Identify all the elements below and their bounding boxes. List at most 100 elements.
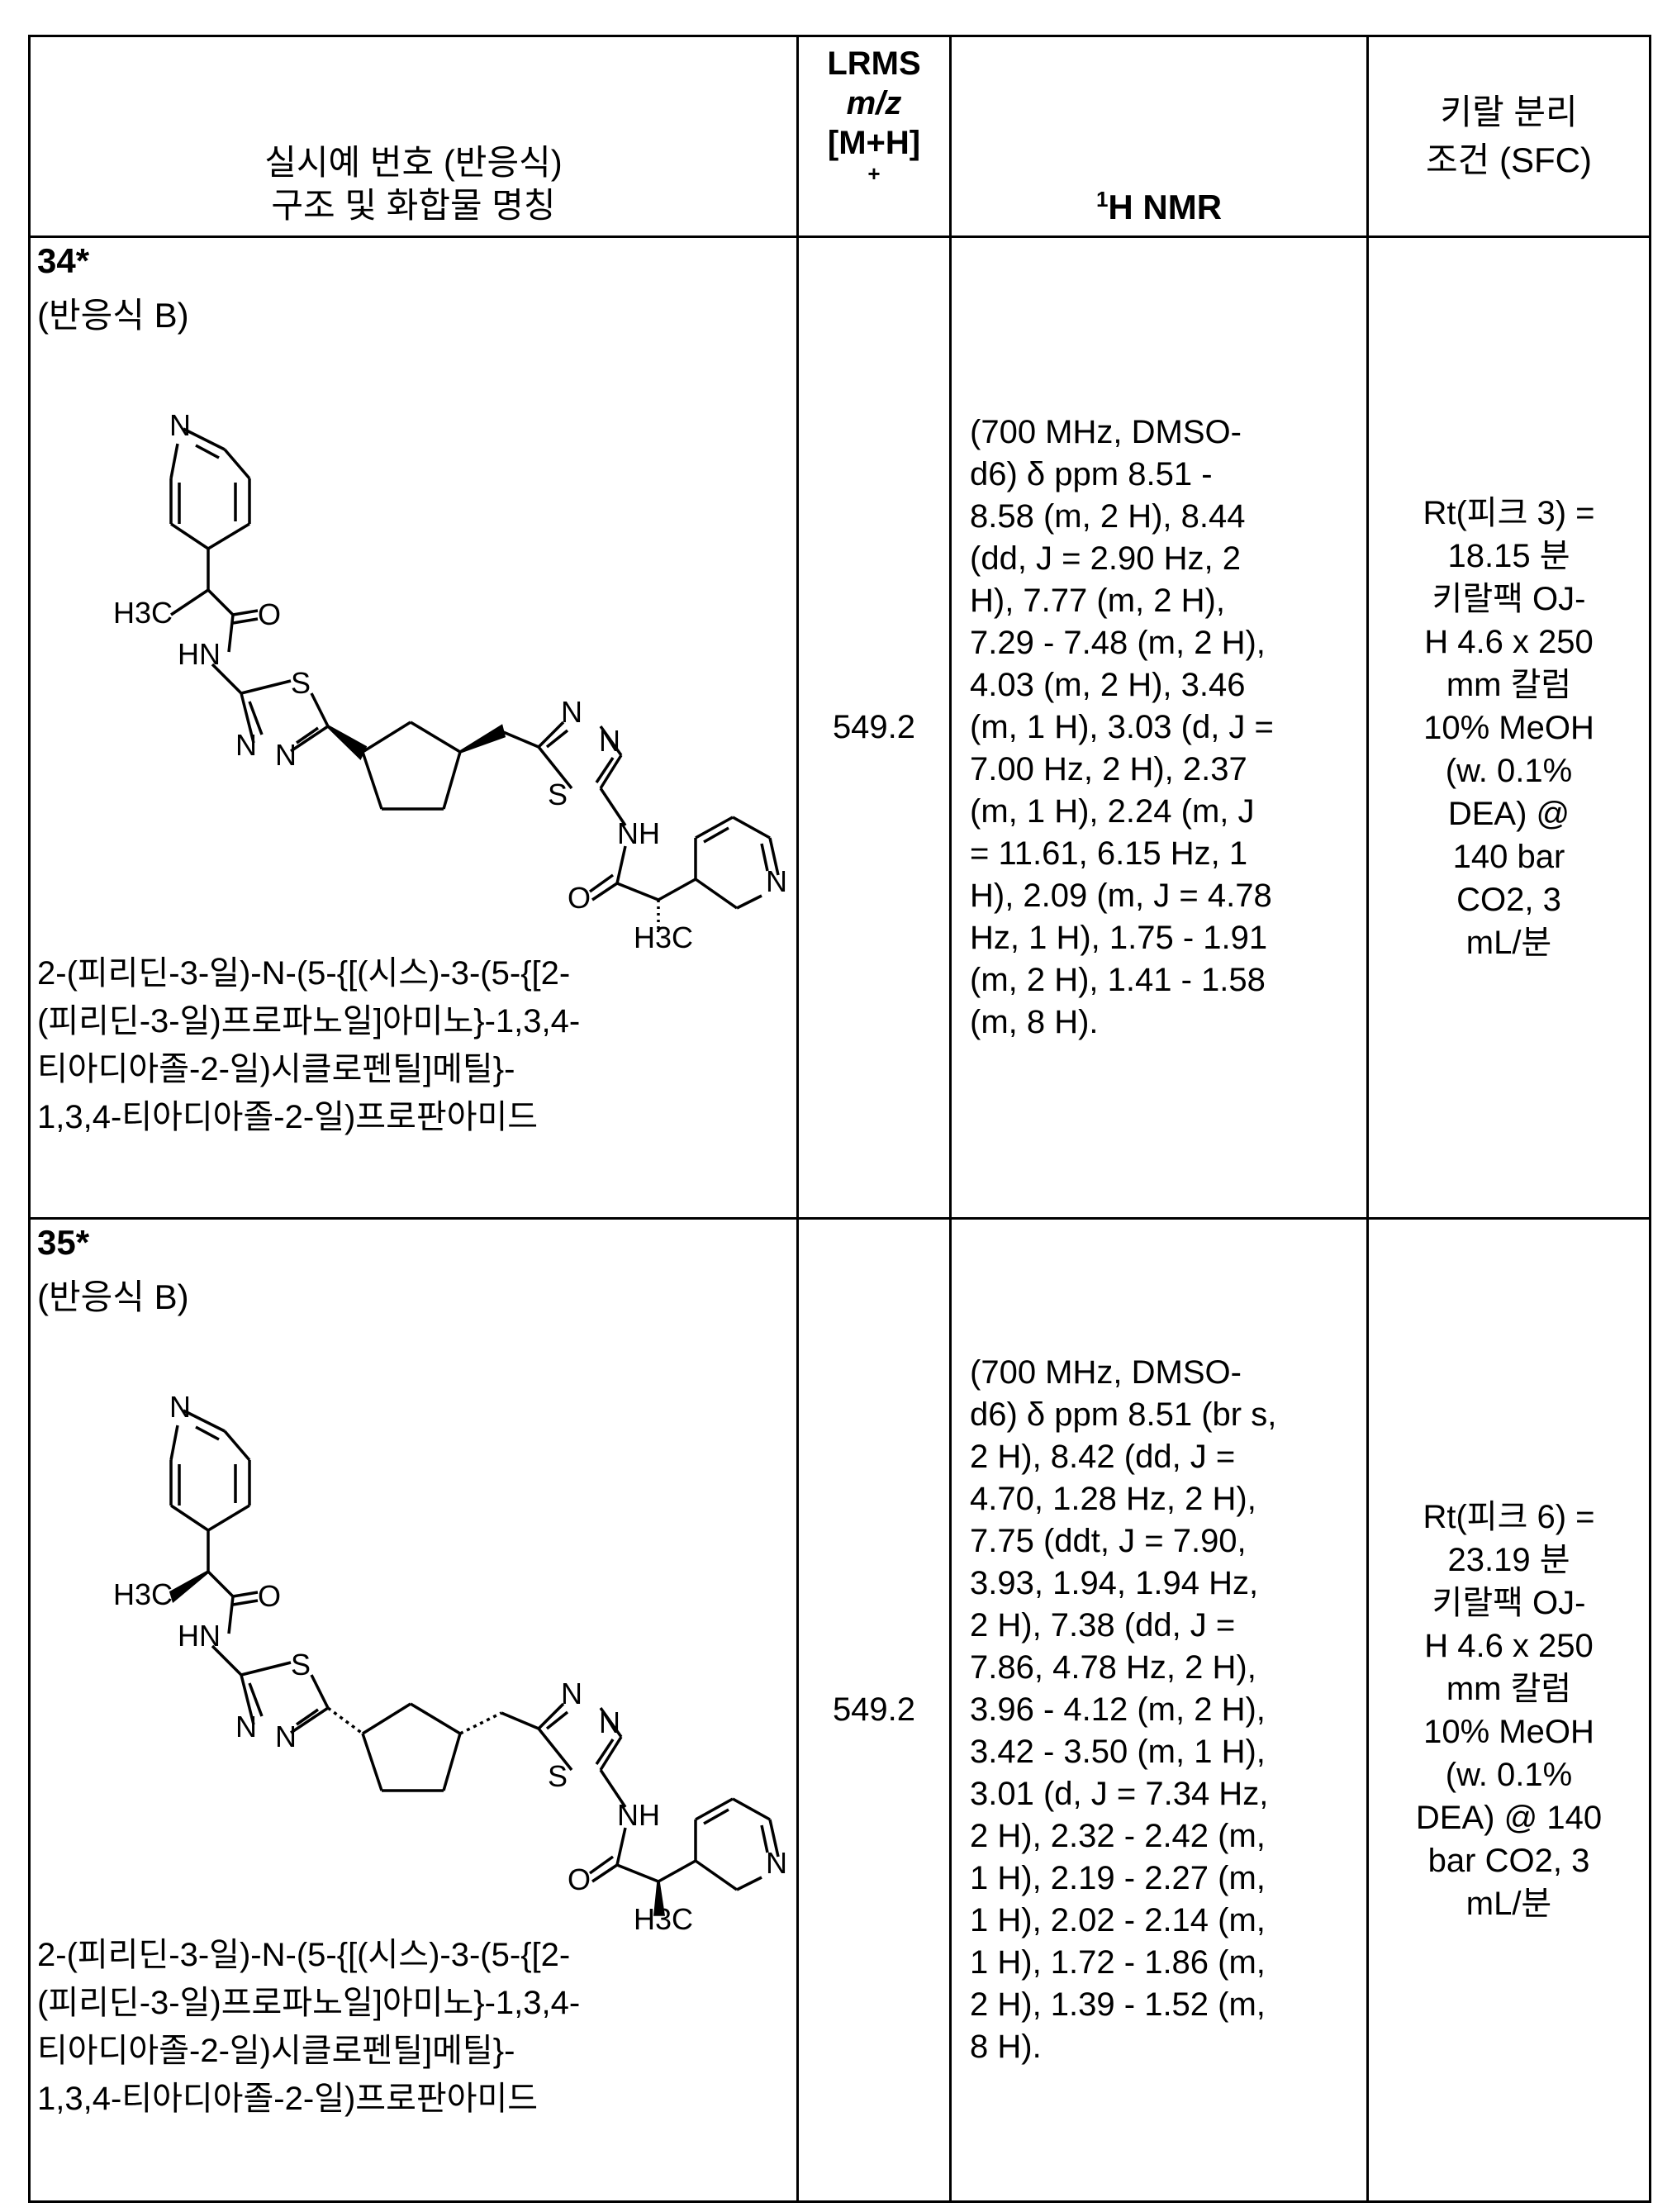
atom-label: S — [548, 778, 568, 811]
nmr-line: (m, 1 H), 3.03 (d, J = — [970, 706, 1355, 749]
compound-name-line: 2-(피리딘-3-일)-N-(5-{[(시스)-3-(5-{[2- — [37, 1931, 796, 1979]
table-row: 34* (반응식 B) — [30, 237, 1651, 1219]
nmr-line: 1 H), 1.72 - 1.86 (m, — [970, 1942, 1355, 1984]
nmr-line: 7.75 (ddt, J = 7.90, — [970, 1520, 1355, 1563]
nmr-line: 3.93, 1.94, 1.94 Hz, — [970, 1563, 1355, 1605]
header-lrms-line1: LRMS — [799, 44, 949, 83]
atom-label: S — [548, 1759, 568, 1793]
table-header-row: 실시예 번호 (반응식) 구조 및 화합물 명칭 LRMS m/z [M+H] … — [30, 36, 1651, 237]
atom-label: NH — [617, 1798, 660, 1832]
atom-label: N — [235, 1710, 257, 1743]
atom-label: H3C — [634, 920, 693, 949]
nmr-data: (700 MHz, DMSO- d6) δ ppm 8.51 (br s, 2 … — [951, 1219, 1368, 2202]
lrms-value: 549.2 — [798, 237, 951, 1219]
chiral-line: 23.19 분 — [1374, 1539, 1644, 1582]
nmr-line: 4.03 (m, 2 H), 3.46 — [970, 664, 1355, 706]
header-nmr-sup: 1 — [1096, 187, 1108, 212]
nmr-line: H), 7.77 (m, 2 H), — [970, 580, 1355, 622]
nmr-line: 8.58 (m, 2 H), 8.44 — [970, 496, 1355, 538]
chiral-line: mm 칼럼 — [1374, 1667, 1644, 1710]
nmr-line: 7.00 Hz, 2 H), 2.37 — [970, 749, 1355, 791]
nmr-line: 2 H), 1.39 - 1.52 (m, — [970, 1984, 1355, 2026]
header-chiral-line1: 키랄 분리 — [1369, 88, 1649, 136]
nmr-line: Hz, 1 H), 1.75 - 1.91 — [970, 917, 1355, 959]
nmr-line: (m, 1 H), 2.24 (m, J — [970, 791, 1355, 833]
nmr-line: (m, 8 H). — [970, 1001, 1355, 1044]
chiral-line: CO2, 3 — [1374, 878, 1644, 921]
atom-label: NH — [617, 816, 660, 850]
atom-label: O — [568, 881, 591, 915]
header-nmr: 1H NMR — [951, 36, 1368, 237]
compound-data-table: 실시예 번호 (반응식) 구조 및 화합물 명칭 LRMS m/z [M+H] … — [28, 35, 1651, 2203]
compound-name: 2-(피리딘-3-일)-N-(5-{[(시스)-3-(5-{[2- (피리딘-3… — [31, 949, 796, 1144]
nmr-line: 8 H). — [970, 2026, 1355, 2068]
atom-label: N — [599, 1705, 620, 1739]
chiral-line: 10% MeOH — [1374, 706, 1644, 749]
atom-label: S — [291, 1648, 311, 1682]
atom-label: S — [291, 666, 311, 700]
header-chiral-line2: 조건 (SFC) — [1369, 136, 1649, 184]
compound-name-line: 1,3,4-티아디아졸-2-일)프로판아미드 — [37, 1093, 796, 1141]
nmr-line: 7.29 - 7.48 (m, 2 H), — [970, 622, 1355, 664]
chiral-line: H 4.6 x 250 — [1374, 621, 1644, 664]
atom-label: N — [561, 1677, 582, 1710]
atom-label: N — [169, 1390, 191, 1424]
header-chiral: 키랄 분리 조건 (SFC) — [1368, 36, 1651, 237]
atom-label: N — [766, 1846, 787, 1880]
lrms-value: 549.2 — [798, 1219, 951, 2202]
chiral-line: 키랄팩 OJ- — [1374, 1582, 1644, 1625]
chiral-line: Rt(피크 6) = — [1374, 1496, 1644, 1539]
compound-name-line: (피리딘-3-일)프로파노일]아미노}-1,3,4- — [37, 1979, 796, 2027]
chiral-line: Rt(피크 3) = — [1374, 492, 1644, 535]
atom-label: O — [258, 597, 281, 631]
chemical-structure: N H3C O HN S N N N N S NH O N H3C — [55, 1320, 791, 1931]
chiral-line: mL/분 — [1374, 1882, 1644, 1925]
example-scheme: (반응식 B) — [31, 1263, 796, 1320]
example-cell: 34* (반응식 B) — [30, 237, 798, 1219]
chiral-line: 10% MeOH — [1374, 1710, 1644, 1753]
nmr-line: 2 H), 8.42 (dd, J = — [970, 1436, 1355, 1478]
nmr-line: 2 H), 2.32 - 2.42 (m, — [970, 1815, 1355, 1858]
nmr-line: d6) δ ppm 8.51 - — [970, 454, 1355, 496]
nmr-line: H), 2.09 (m, J = 4.78 — [970, 875, 1355, 917]
nmr-line: (700 MHz, DMSO- — [970, 1352, 1355, 1394]
chiral-line: 140 bar — [1374, 835, 1644, 878]
nmr-data: (700 MHz, DMSO- d6) δ ppm 8.51 - 8.58 (m… — [951, 237, 1368, 1219]
chiral-line: mL/분 — [1374, 921, 1644, 964]
header-lrms-line2: m/z — [847, 85, 902, 121]
atom-label: O — [568, 1862, 591, 1896]
atom-label: H3C — [113, 1577, 173, 1611]
chiral-line: DEA) @ 140 — [1374, 1796, 1644, 1839]
chiral-line: mm 칼럼 — [1374, 664, 1644, 706]
nmr-line: 3.96 - 4.12 (m, 2 H), — [970, 1689, 1355, 1731]
nmr-line: 3.01 (d, J = 7.34 Hz, — [970, 1773, 1355, 1815]
example-scheme: (반응식 B) — [31, 281, 796, 338]
atom-label: N — [169, 408, 191, 442]
chiral-line: 키랄팩 OJ- — [1374, 578, 1644, 621]
chiral-line: bar CO2, 3 — [1374, 1839, 1644, 1882]
chiral-line: (w. 0.1% — [1374, 1753, 1644, 1796]
header-example-line1: 실시예 번호 (반응식) — [31, 141, 796, 184]
compound-name-line: 1,3,4-티아디아졸-2-일)프로판아미드 — [37, 2075, 796, 2123]
header-lrms-line3: [M+H] — [799, 123, 949, 163]
atom-label: H3C — [113, 596, 173, 630]
chiral-conditions: Rt(피크 6) = 23.19 분 키랄팩 OJ- H 4.6 x 250 m… — [1368, 1219, 1651, 2202]
atom-label: H3C — [634, 1902, 693, 1931]
nmr-line: 1 H), 2.02 - 2.14 (m, — [970, 1900, 1355, 1942]
header-example-structure: 실시예 번호 (반응식) 구조 및 화합물 명칭 — [30, 36, 798, 237]
atom-label: N — [599, 724, 620, 758]
nmr-line: d6) δ ppm 8.51 (br s, — [970, 1394, 1355, 1436]
chiral-conditions: Rt(피크 3) = 18.15 분 키랄팩 OJ- H 4.6 x 250 m… — [1368, 237, 1651, 1219]
nmr-line: (dd, J = 2.90 Hz, 2 — [970, 538, 1355, 580]
atom-label: N — [275, 738, 297, 772]
header-nmr-label: H NMR — [1108, 188, 1222, 226]
nmr-line: (700 MHz, DMSO- — [970, 411, 1355, 454]
nmr-line: 4.70, 1.28 Hz, 2 H), — [970, 1478, 1355, 1520]
atom-label: N — [235, 728, 257, 762]
nmr-line: (m, 2 H), 1.41 - 1.58 — [970, 959, 1355, 1001]
chiral-line: (w. 0.1% — [1374, 749, 1644, 792]
example-number: 35* — [31, 1220, 796, 1263]
header-lrms-line4: + — [799, 163, 949, 184]
nmr-line: 2 H), 7.38 (dd, J = — [970, 1605, 1355, 1647]
header-lrms: LRMS m/z [M+H] + — [798, 36, 951, 237]
